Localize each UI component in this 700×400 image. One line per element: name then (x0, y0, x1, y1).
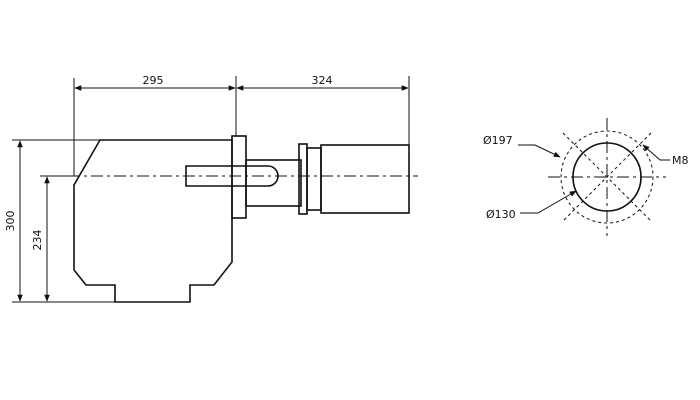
leader-o197 (518, 144, 561, 158)
housing-outline (73, 139, 233, 303)
leader-m8 (642, 144, 670, 161)
bolt-size-label: M8 (672, 154, 689, 167)
dim-300-label: 300 (4, 211, 17, 232)
outer-diameter-label: Ø197 (483, 134, 513, 147)
nozzle-tube (320, 144, 410, 214)
blast-tube (245, 159, 302, 207)
mounting-flange (231, 135, 247, 219)
bolt-circle (560, 130, 654, 224)
bolt-axis-diag-2 (562, 132, 652, 222)
dim-234-label: 234 (31, 230, 44, 251)
connector-handle (185, 165, 279, 187)
leader-o130 (520, 190, 577, 214)
inner-diameter-label: Ø130 (486, 208, 516, 221)
dim-324-label: 324 (312, 74, 333, 87)
flange-front-view: Ø197 M8 Ø130 (483, 118, 689, 236)
dim-295-label: 295 (143, 74, 164, 87)
burner-side-view: 295 324 300 234 (4, 74, 418, 303)
tube-collar-outer (306, 147, 322, 211)
